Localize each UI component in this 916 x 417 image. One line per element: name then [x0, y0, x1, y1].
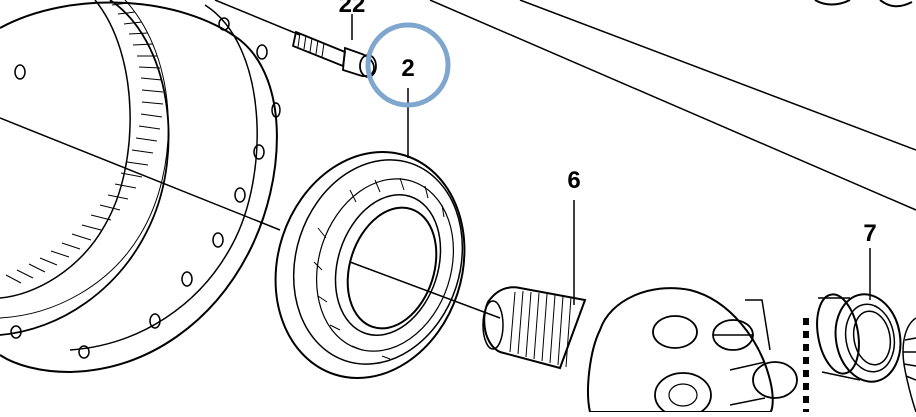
planet-carrier-part	[482, 286, 798, 417]
small-bearing-part	[816, 293, 902, 383]
bearing-part	[274, 150, 466, 380]
callout-label-2: 2	[401, 55, 414, 82]
callout-label-6: 6	[567, 167, 580, 194]
bolt-part	[291, 30, 377, 78]
callout-label-7: 7	[863, 220, 876, 247]
flange-bolt-holes	[10, 17, 281, 359]
partial-part-top	[814, 0, 851, 6]
callout-leaders	[351, 14, 871, 305]
gear-edge-right	[902, 317, 916, 413]
callout-label-22: 22	[339, 0, 366, 18]
ring-gear-housing	[0, 0, 278, 374]
assembly-axis-lines	[0, 0, 916, 319]
highlight-circle	[365, 22, 451, 108]
partial-part-top-right	[879, 0, 913, 8]
ring-gear-teeth	[5, 2, 164, 284]
